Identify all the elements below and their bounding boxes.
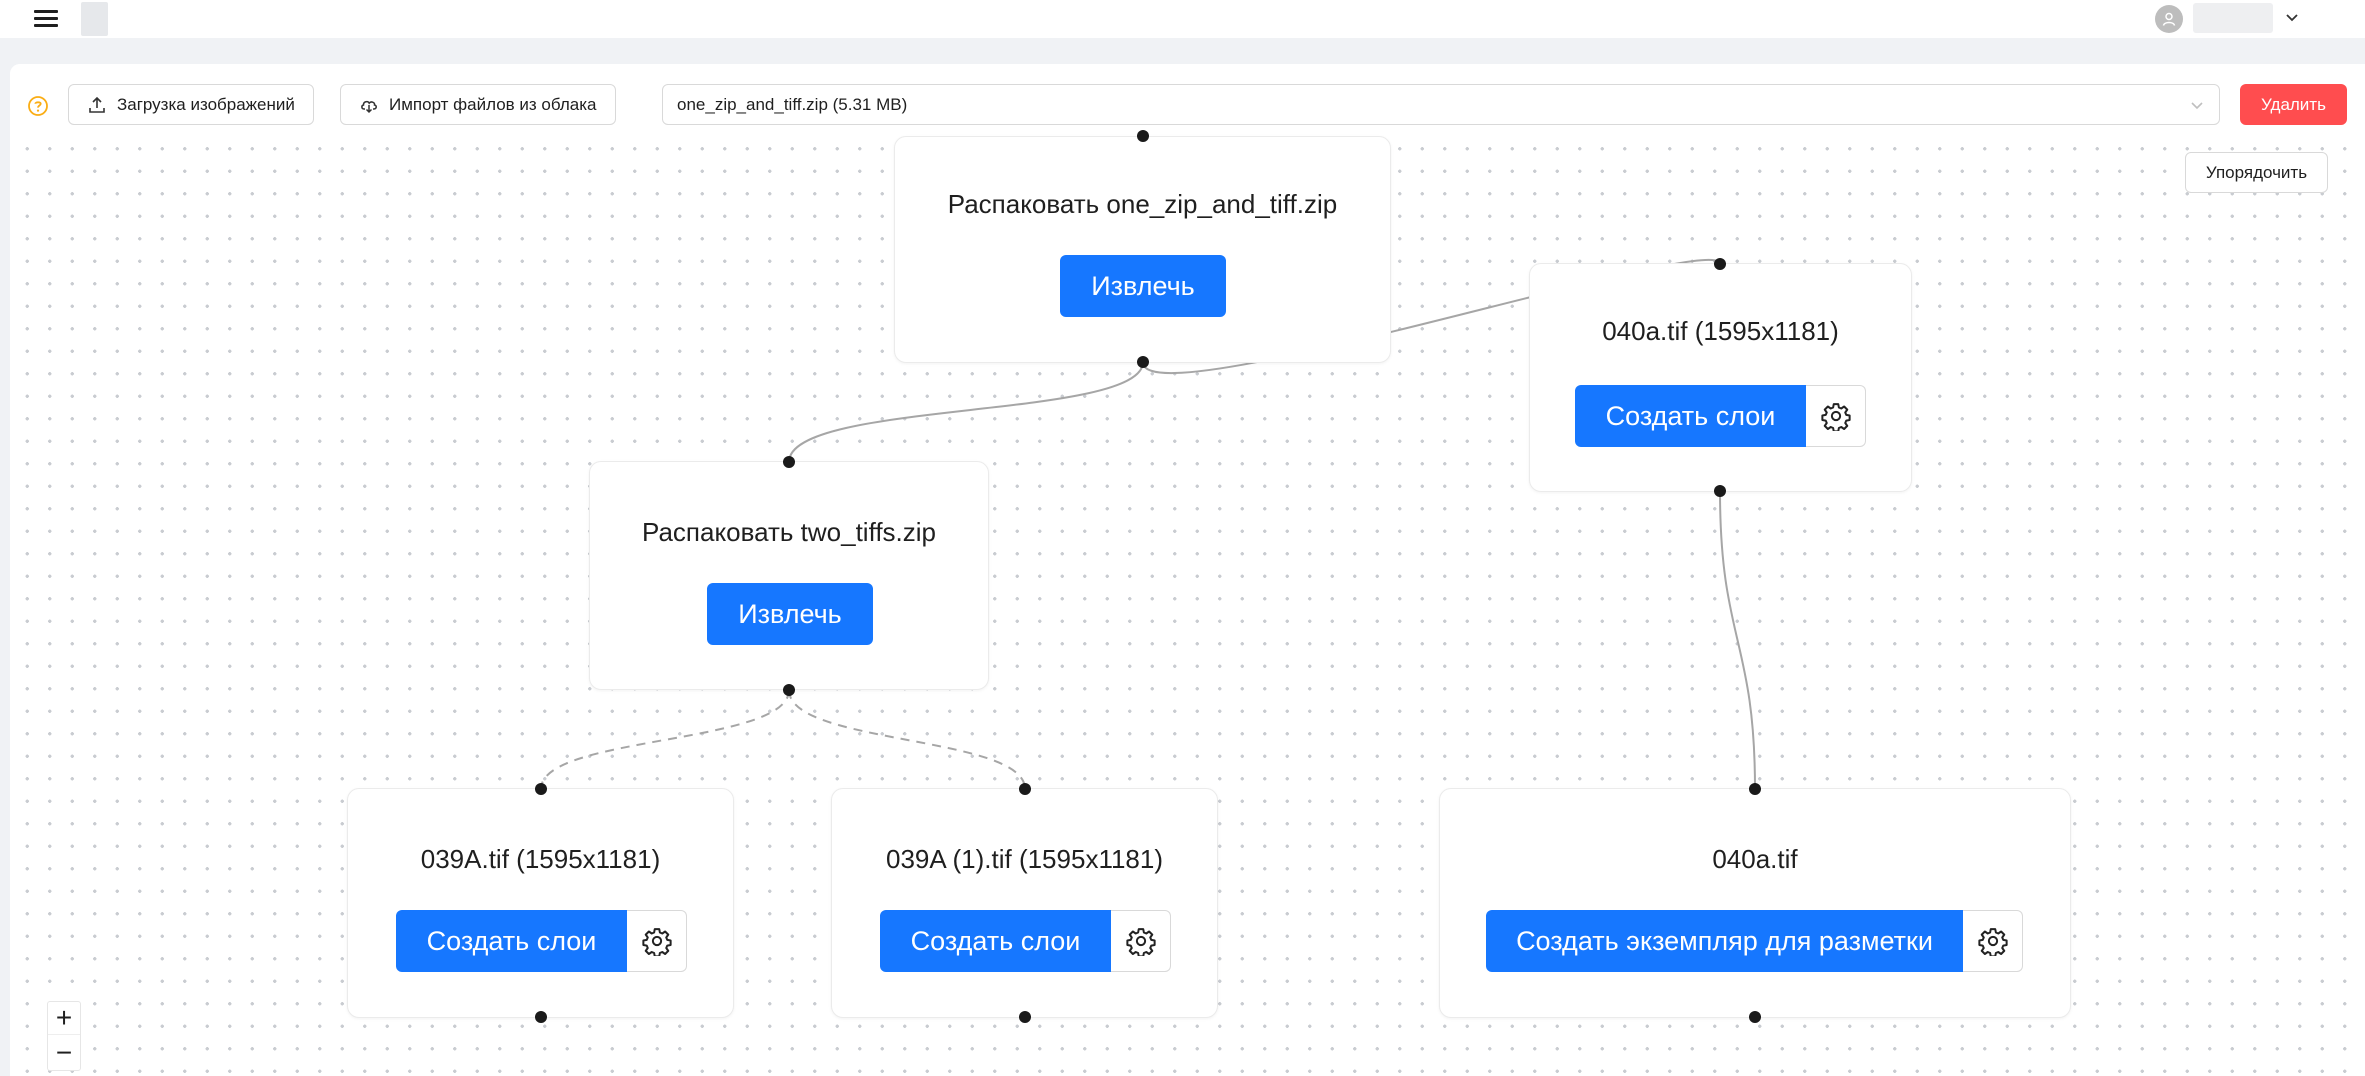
gear-icon: [1977, 928, 2008, 956]
import-cloud-label: Импорт файлов из облака: [389, 94, 597, 114]
settings-button[interactable]: [627, 910, 687, 972]
create-markup-instance-button[interactable]: Создать экземпляр для разметки: [1486, 910, 1963, 972]
handle-out[interactable]: [1137, 356, 1149, 368]
top-bar: [0, 0, 2365, 38]
settings-button[interactable]: [1806, 385, 1866, 447]
node-title: 039A (1).tif (1595x1181): [885, 844, 1164, 874]
node-title: 040a.tif (1595x1181): [1602, 316, 1839, 346]
node-title: 039A.tif (1595x1181): [420, 844, 661, 874]
node-040a-tif[interactable]: 040a.tif (1595x1181) Создать слои: [1529, 263, 1912, 492]
menu-icon[interactable]: [34, 9, 58, 29]
avatar[interactable]: [2155, 5, 2183, 33]
handle-in[interactable]: [1019, 783, 1031, 795]
toolbar: Загрузка изображений Импорт файлов из об…: [10, 64, 2365, 140]
node-039a-tif[interactable]: 039A.tif (1595x1181) Создать слои: [347, 788, 734, 1018]
handle-in[interactable]: [783, 456, 795, 468]
extract-button[interactable]: Извлечь: [707, 583, 873, 645]
handle-in[interactable]: [535, 783, 547, 795]
upload-images-label: Загрузка изображений: [117, 94, 295, 114]
handle-out[interactable]: [783, 684, 795, 696]
handle-in[interactable]: [1137, 130, 1149, 142]
node-039a-1-tif[interactable]: 039A (1).tif (1595x1181) Создать слои: [831, 788, 1218, 1018]
create-layers-button[interactable]: Создать слои: [396, 910, 627, 972]
handle-out[interactable]: [535, 1011, 547, 1023]
handle-out[interactable]: [1019, 1011, 1031, 1023]
node-title: 040a.tif: [1712, 844, 1798, 874]
upload-images-button[interactable]: Загрузка изображений: [68, 84, 314, 125]
handle-out[interactable]: [1749, 1011, 1761, 1023]
file-select-value: one_zip_and_tiff.zip (5.31 MB): [677, 94, 908, 114]
logo-placeholder: [81, 2, 108, 36]
settings-button[interactable]: [1111, 910, 1171, 972]
import-cloud-button[interactable]: Импорт файлов из облака: [340, 84, 616, 125]
delete-button[interactable]: Удалить: [2240, 84, 2347, 125]
settings-button[interactable]: [1963, 910, 2023, 972]
user-icon: [2162, 12, 2176, 26]
zoom-out-button[interactable]: −: [55, 1036, 73, 1068]
arrange-button[interactable]: Упорядочить: [2185, 152, 2328, 193]
cloud-download-icon: [361, 100, 377, 113]
create-layers-button[interactable]: Создать слои: [1575, 385, 1806, 447]
handle-out[interactable]: [1714, 485, 1726, 497]
zoom-in-button[interactable]: +: [48, 1002, 80, 1035]
gear-icon: [641, 928, 672, 956]
file-select[interactable]: one_zip_and_tiff.zip (5.31 MB): [662, 84, 2220, 125]
node-title: Распаковать one_zip_and_tiff.zip: [947, 189, 1338, 219]
user-name-placeholder: [2193, 3, 2273, 33]
handle-in[interactable]: [1714, 258, 1726, 270]
upload-icon: [89, 96, 105, 113]
handle-in[interactable]: [1749, 783, 1761, 795]
chevron-down-icon[interactable]: [2282, 7, 2302, 27]
node-040a-markup[interactable]: 040a.tif Создать экземпляр для разметки: [1439, 788, 2071, 1018]
create-layers-button[interactable]: Создать слои: [880, 910, 1111, 972]
gear-icon: [1820, 403, 1851, 431]
extract-button[interactable]: Извлечь: [1060, 255, 1226, 317]
node-unpack-two-tiffs[interactable]: Распаковать two_tiffs.zip Извлечь: [589, 461, 989, 690]
node-unpack-one-zip[interactable]: Распаковать one_zip_and_tiff.zip Извлечь: [894, 136, 1391, 363]
help-icon[interactable]: [27, 95, 49, 117]
zoom-controls: + −: [47, 1001, 81, 1071]
chevron-down-icon: [2191, 102, 2203, 110]
node-title: Распаковать two_tiffs.zip: [641, 517, 937, 547]
gear-icon: [1125, 928, 1156, 956]
